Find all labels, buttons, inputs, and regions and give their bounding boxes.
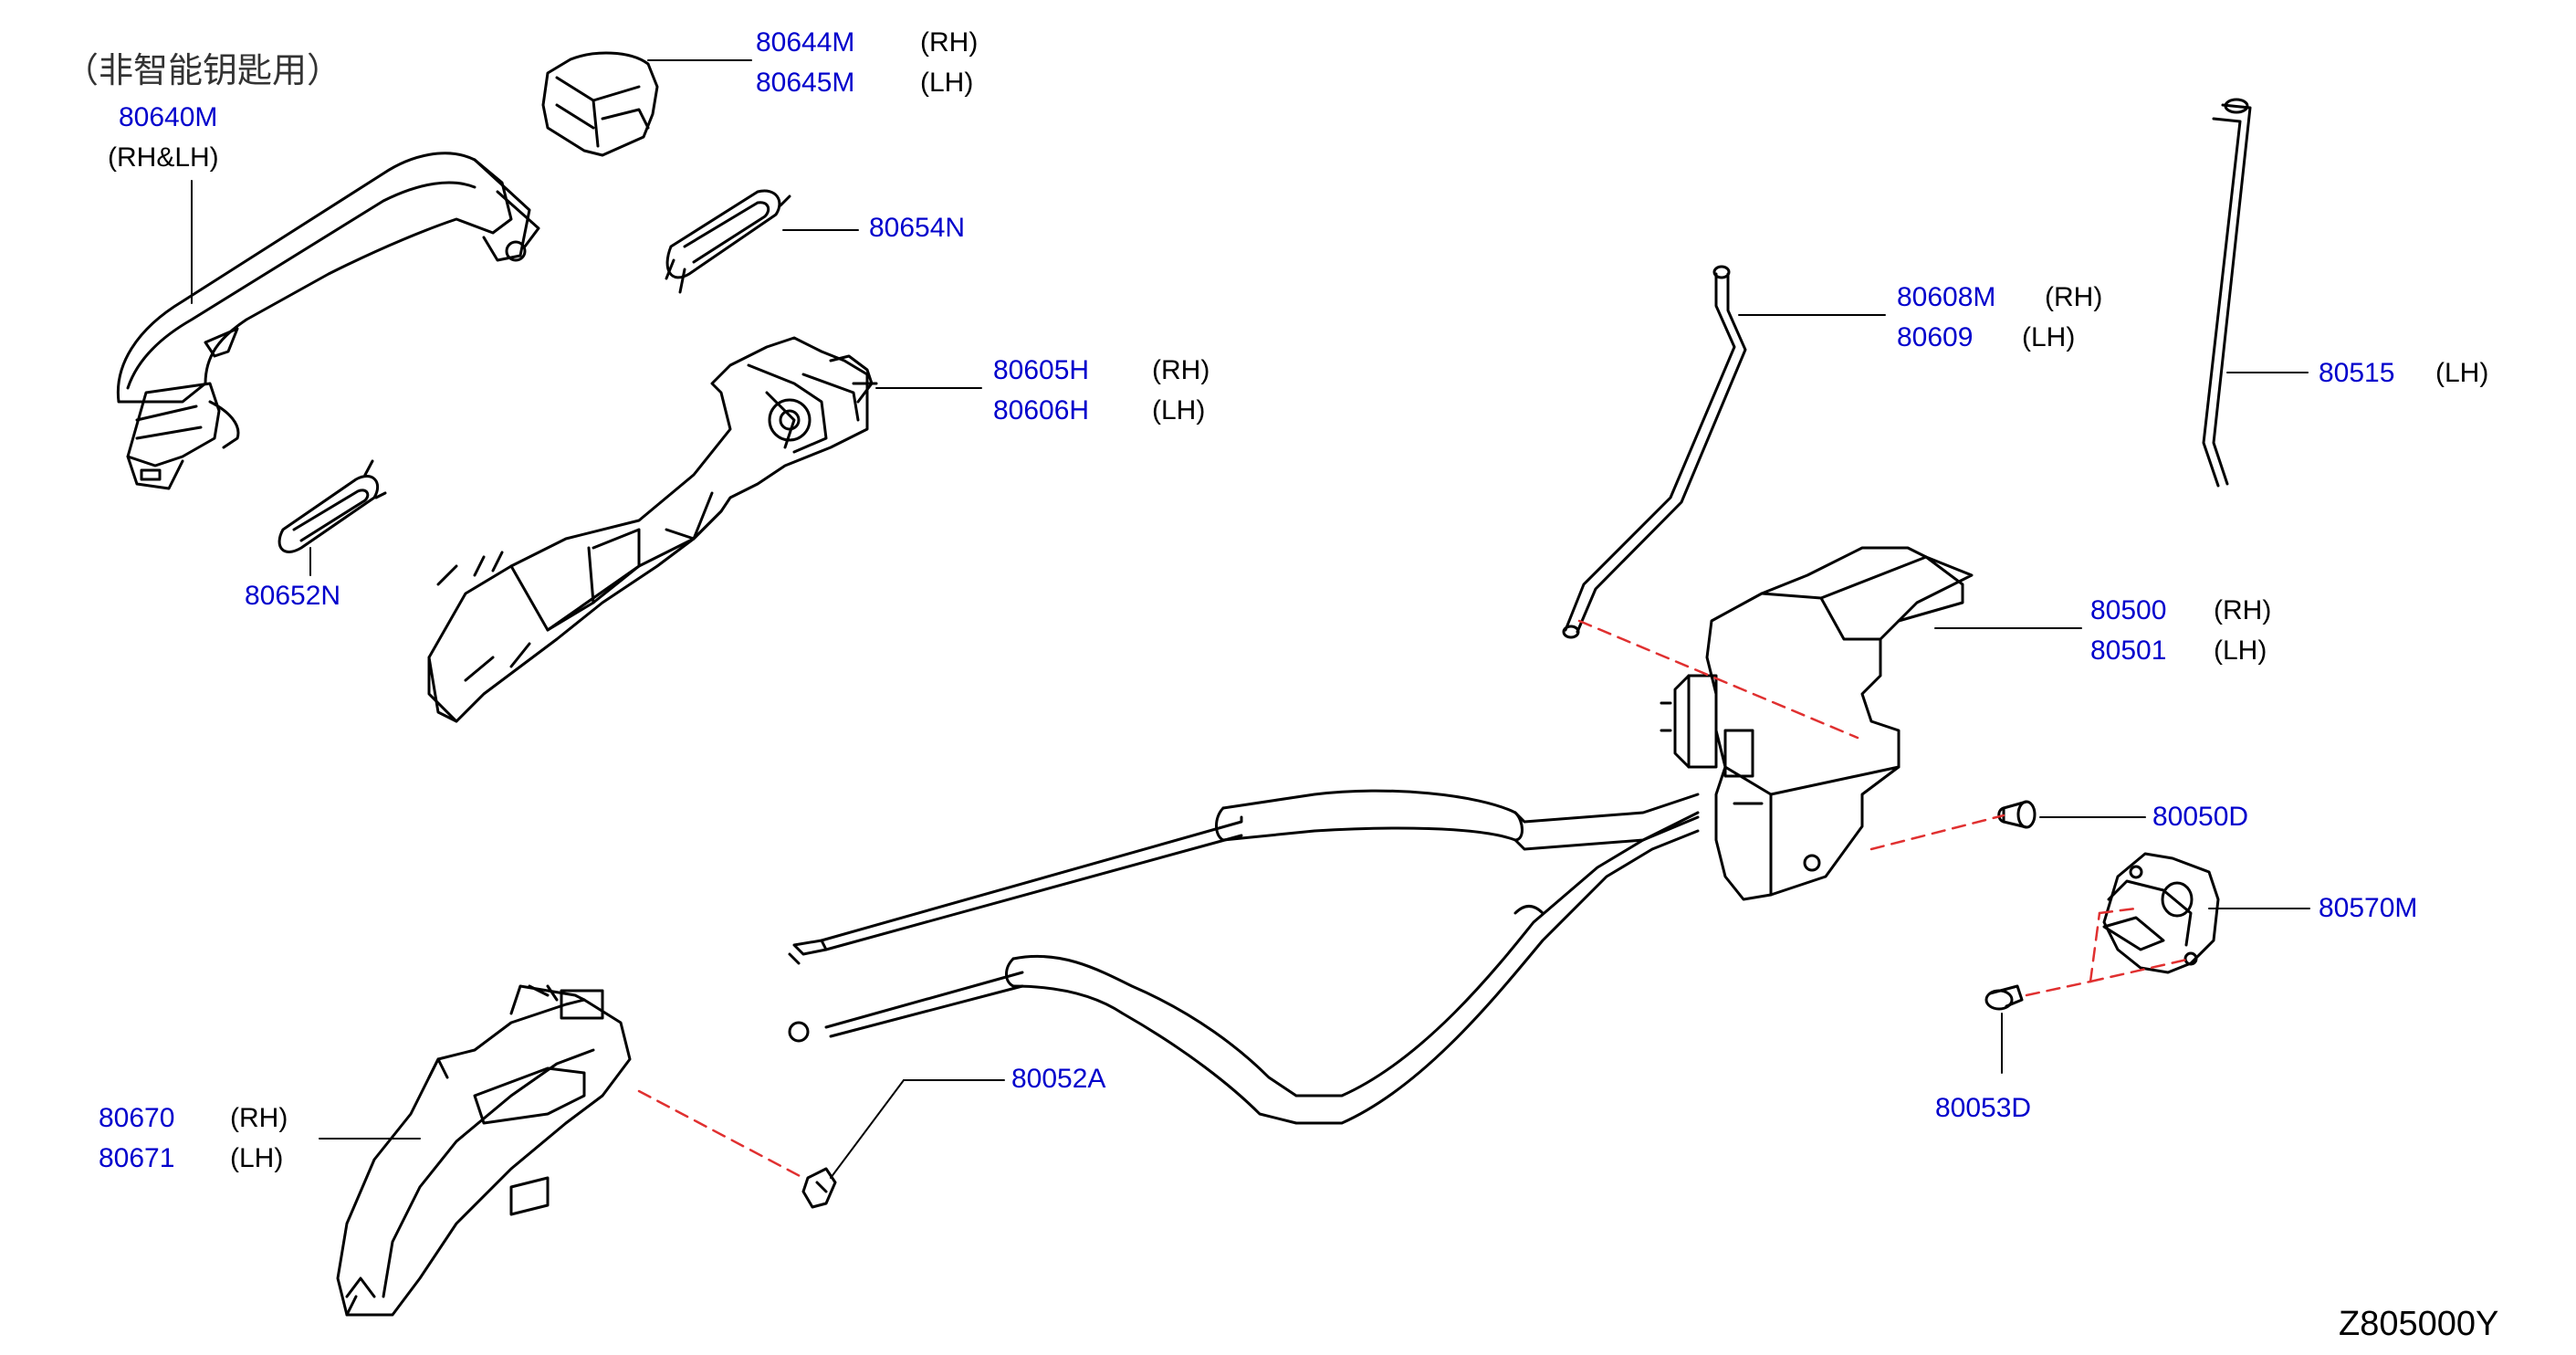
part-label-80640m[interactable]: 80640M bbox=[119, 102, 218, 132]
outside-handle-drawing bbox=[116, 152, 540, 490]
screw-bottom-drawing bbox=[801, 1167, 837, 1209]
usage-note: （非智能钥匙用） bbox=[64, 50, 342, 90]
part-label-80515[interactable]: 80515 bbox=[2319, 358, 2395, 388]
side-label-80645m: (LH) bbox=[920, 68, 974, 98]
gasket-upper-drawing bbox=[665, 189, 791, 294]
side-label-80500: (RH) bbox=[2214, 595, 2272, 625]
lock-actuator-drawing bbox=[1660, 546, 1974, 901]
part-label-80501[interactable]: 80501 bbox=[2090, 635, 2167, 666]
striker-drawing bbox=[2102, 852, 2220, 974]
side-label-80671: (LH) bbox=[230, 1143, 284, 1173]
part-label-80654n[interactable]: 80654N bbox=[869, 213, 966, 243]
part-label-80609[interactable]: 80609 bbox=[1897, 322, 1974, 352]
inside-handle-drawing bbox=[336, 984, 632, 1317]
screw-lower-drawing bbox=[1984, 984, 2024, 1011]
cable-upper-drawing bbox=[788, 789, 1700, 965]
gasket-lower-drawing bbox=[277, 459, 387, 553]
handle-cap-drawing bbox=[541, 51, 659, 157]
handle-bracket-drawing bbox=[427, 336, 878, 723]
diagram-code: Z805000Y bbox=[2339, 1305, 2499, 1343]
side-label-80609: (LH) bbox=[2022, 322, 2076, 352]
side-label-80605h: (RH) bbox=[1152, 355, 1210, 385]
side-label-80606h: (LH) bbox=[1152, 395, 1206, 425]
side-label-80608m: (RH) bbox=[2045, 282, 2103, 312]
rod-lh-drawing bbox=[2202, 98, 2252, 488]
side-label-80670: (RH) bbox=[230, 1103, 288, 1133]
part-label-80052a[interactable]: 80052A bbox=[1011, 1064, 1106, 1094]
part-label-80608m[interactable]: 80608M bbox=[1897, 282, 1996, 312]
part-label-80671[interactable]: 80671 bbox=[99, 1143, 175, 1173]
part-label-80670[interactable]: 80670 bbox=[99, 1103, 175, 1133]
cable-lower-drawing bbox=[788, 815, 1700, 1125]
part-label-80652n[interactable]: 80652N bbox=[245, 581, 341, 611]
part-label-80645m[interactable]: 80645M bbox=[756, 68, 855, 98]
part-label-80606h[interactable]: 80606H bbox=[993, 395, 1090, 425]
side-label-80501: (LH) bbox=[2214, 635, 2267, 666]
side-label-80644m: (RH) bbox=[920, 27, 979, 58]
part-label-80053d[interactable]: 80053D bbox=[1935, 1093, 2032, 1123]
side-label-80640m: (RH&LH) bbox=[108, 142, 219, 173]
part-label-80500[interactable]: 80500 bbox=[2090, 595, 2167, 625]
side-label-80515: (LH) bbox=[2435, 358, 2489, 388]
leader-lines bbox=[191, 59, 2310, 1179]
part-label-80644m[interactable]: 80644M bbox=[756, 27, 855, 58]
part-label-80570m[interactable]: 80570M bbox=[2319, 893, 2418, 923]
dashed-connectors bbox=[637, 619, 2193, 1180]
part-label-80605h[interactable]: 80605H bbox=[993, 355, 1090, 385]
rod-rh-drawing bbox=[1562, 265, 1747, 639]
part-label-80050d[interactable]: 80050D bbox=[2152, 802, 2249, 832]
